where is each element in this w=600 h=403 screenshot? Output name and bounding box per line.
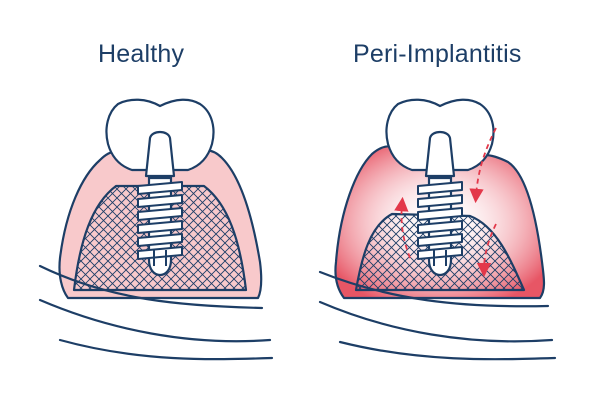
implant-thread <box>137 207 183 221</box>
bacteria-arrow-icon <box>476 223 497 278</box>
healthy-title: Healthy <box>98 40 185 68</box>
implant-screw-icon <box>137 176 183 277</box>
implant-thread <box>417 220 463 234</box>
implant-thread <box>137 194 183 208</box>
implant-thread <box>137 181 183 195</box>
peri-implantitis-title: Peri-Implantitis <box>353 40 522 68</box>
implant-tip <box>153 250 167 266</box>
jaw-line-bottom-right <box>338 340 557 361</box>
implant-thread <box>417 194 463 208</box>
implant-thread <box>137 246 183 260</box>
implant-thread <box>417 181 463 195</box>
implant-thread <box>137 220 183 234</box>
implant-thread <box>137 233 183 247</box>
implant-thread <box>417 233 463 247</box>
jaw-line-outer-right <box>318 270 550 308</box>
bacteria-arrow-icon <box>469 127 497 204</box>
implant-thread <box>417 207 463 221</box>
implant-tip <box>433 250 447 266</box>
jaw-line-outer <box>38 264 264 310</box>
implant-thread <box>417 246 463 260</box>
implant-screw-icon-right <box>417 176 463 277</box>
bacteria-arrow-icon <box>394 196 411 259</box>
jaw-line-lower <box>38 298 272 343</box>
implant-abutment <box>144 130 176 178</box>
healthy-diagram <box>38 98 274 361</box>
jaw-line-bottom <box>58 338 274 361</box>
peri-implantitis-diagram <box>318 98 557 361</box>
implant-abutment-right <box>424 130 456 178</box>
jaw-line-lower-right <box>318 300 554 343</box>
